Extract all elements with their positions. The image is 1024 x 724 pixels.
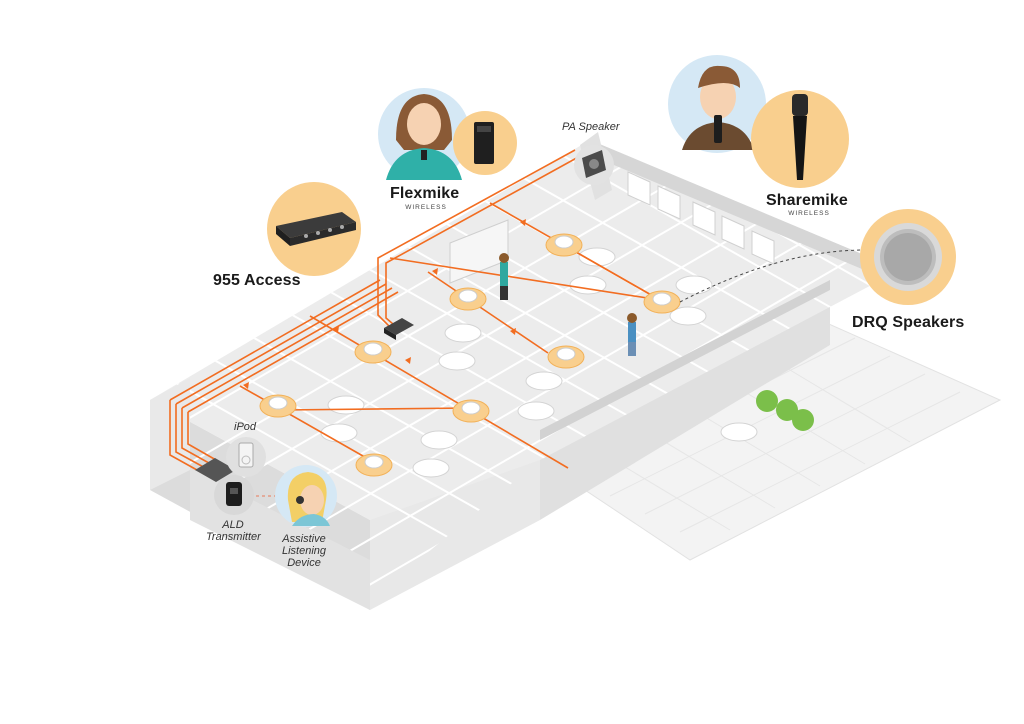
ald-device-line2: Listening (281, 545, 327, 557)
ald-transmitter-label: ALD Transmitter (206, 519, 261, 543)
pa-speaker-label: PA Speaker (562, 121, 620, 133)
bodypack-transmitter-icon (453, 111, 517, 175)
sharemike-sublabel: WIRELESS (788, 210, 830, 217)
flexmike-sublabel: WIRELESS (405, 204, 447, 211)
ald-device-line1: Assistive (282, 533, 326, 545)
pa-speaker-icon (574, 145, 614, 185)
room-people (499, 253, 637, 356)
ald-device-line3: Device (287, 557, 321, 569)
ald-device-label: Assistive Listening Device (280, 533, 328, 569)
amplifier-icon (267, 182, 361, 276)
drq-label: DRQ Speakers (852, 314, 965, 331)
ipod-label: iPod (234, 421, 257, 433)
ald-line1: ALD (222, 519, 244, 531)
plants (756, 390, 814, 431)
ceiling-speakers (259, 233, 681, 477)
cable-arrows (243, 219, 526, 389)
cable-runs (169, 149, 661, 481)
ceiling-speaker-icon (860, 209, 956, 305)
flexmike-label: Flexmike (390, 185, 460, 202)
ald-area (195, 437, 282, 515)
access-label: 955 Access (213, 272, 301, 289)
drq-leader-line (679, 249, 866, 303)
sharemike-label: Sharemike (766, 192, 848, 209)
flexmike-presenter-avatar (378, 88, 470, 180)
listener-avatar (275, 465, 337, 527)
amp-on-floor (384, 318, 414, 340)
handheld-mic-icon (751, 90, 849, 188)
sharemike-presenter-avatar (668, 55, 766, 153)
ald-line2: Transmitter (206, 531, 261, 543)
